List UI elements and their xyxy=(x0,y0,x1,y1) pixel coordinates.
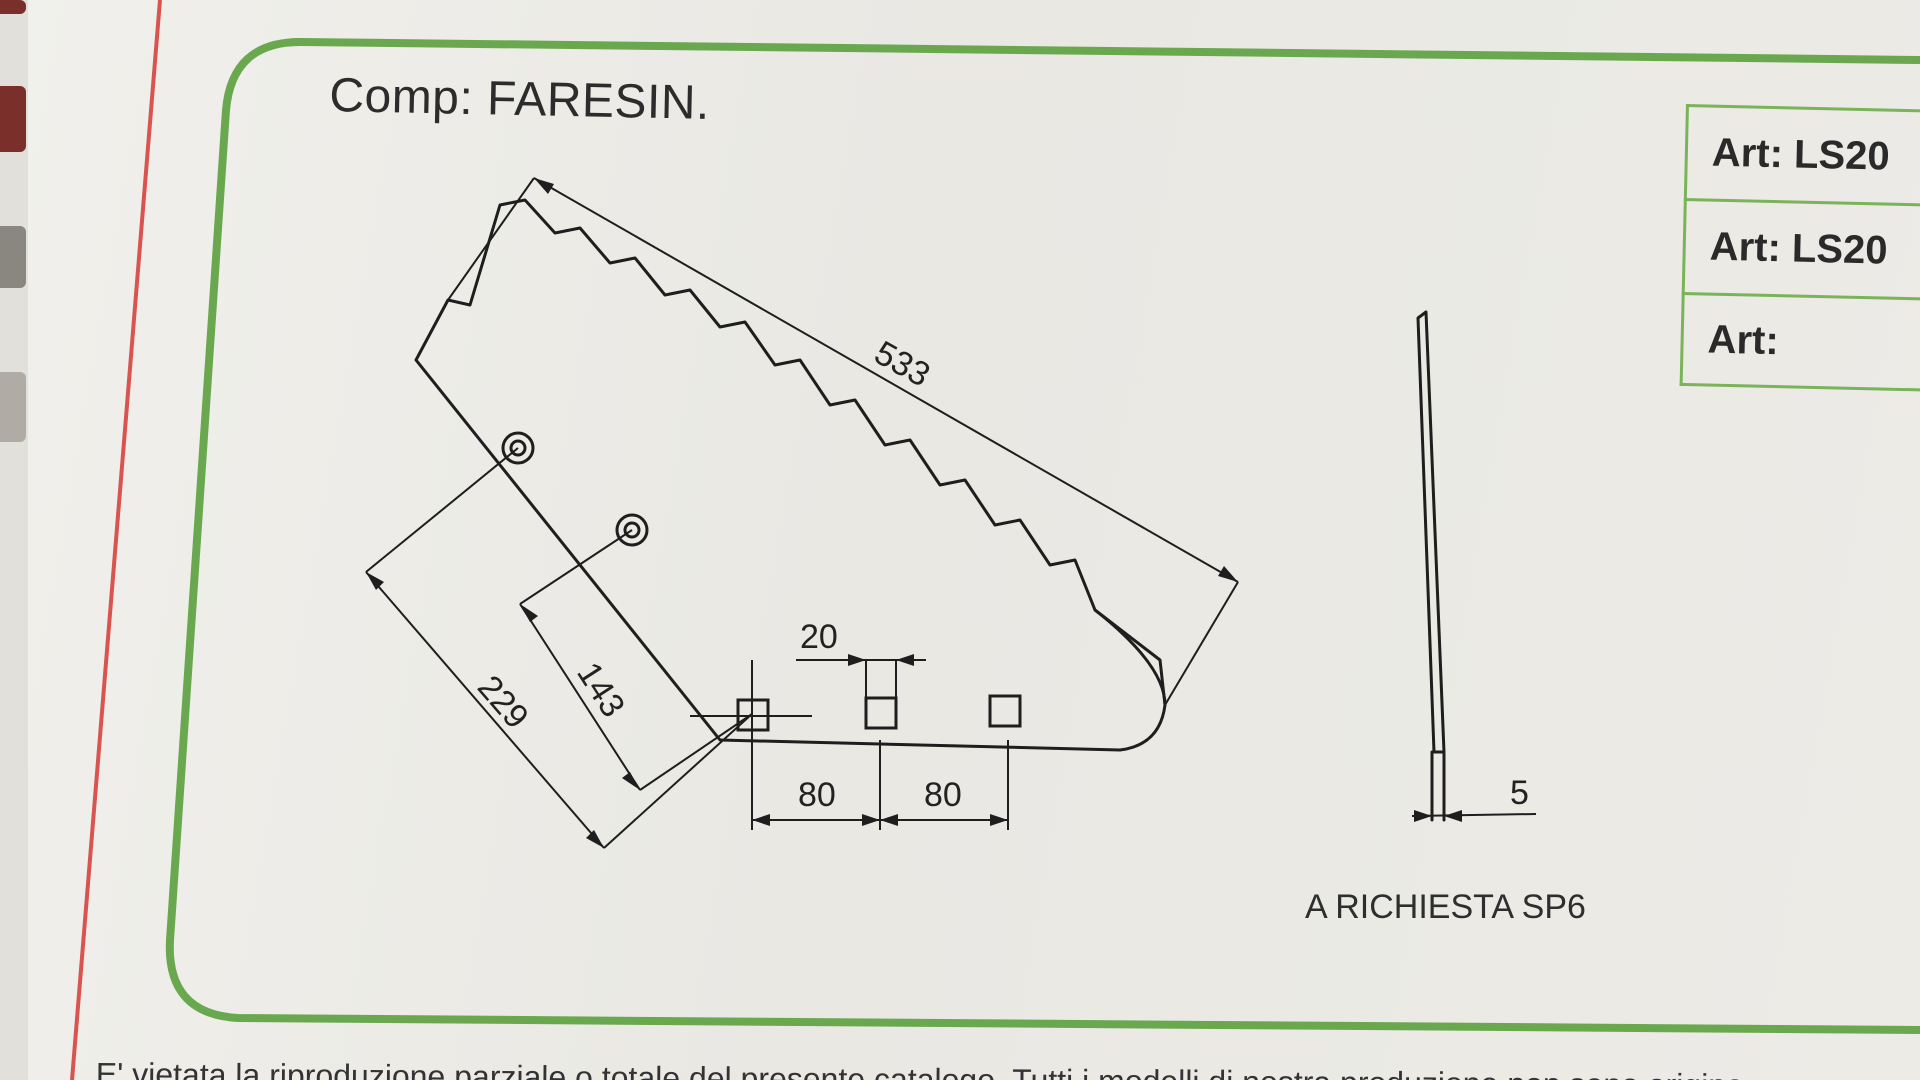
request-note: A RICHIESTA SP6 xyxy=(1305,888,1586,926)
mounting-hole xyxy=(501,431,535,465)
mounting-hole xyxy=(615,513,649,547)
binder-ring-hole xyxy=(0,0,26,14)
dimension-hole-spacing: 80 xyxy=(924,776,962,814)
binder-ring-hole xyxy=(0,86,26,152)
dimension-width-inner: 143 xyxy=(569,656,632,724)
blade-side-view xyxy=(1416,310,1446,754)
dimension-hole-size: 20 xyxy=(800,618,838,656)
dimension-thickness: 5 xyxy=(1510,774,1529,812)
dimension-width-outer: 229 xyxy=(470,668,536,736)
dimension-hole-spacing: 80 xyxy=(798,776,836,814)
square-hole xyxy=(864,696,898,730)
blade-outline xyxy=(414,198,1167,752)
binder-edge xyxy=(0,0,28,1080)
dimension-length: 533 xyxy=(868,334,936,395)
binder-ring-hole xyxy=(0,372,26,442)
square-hole xyxy=(988,694,1022,728)
binder-ring-hole xyxy=(0,226,26,288)
